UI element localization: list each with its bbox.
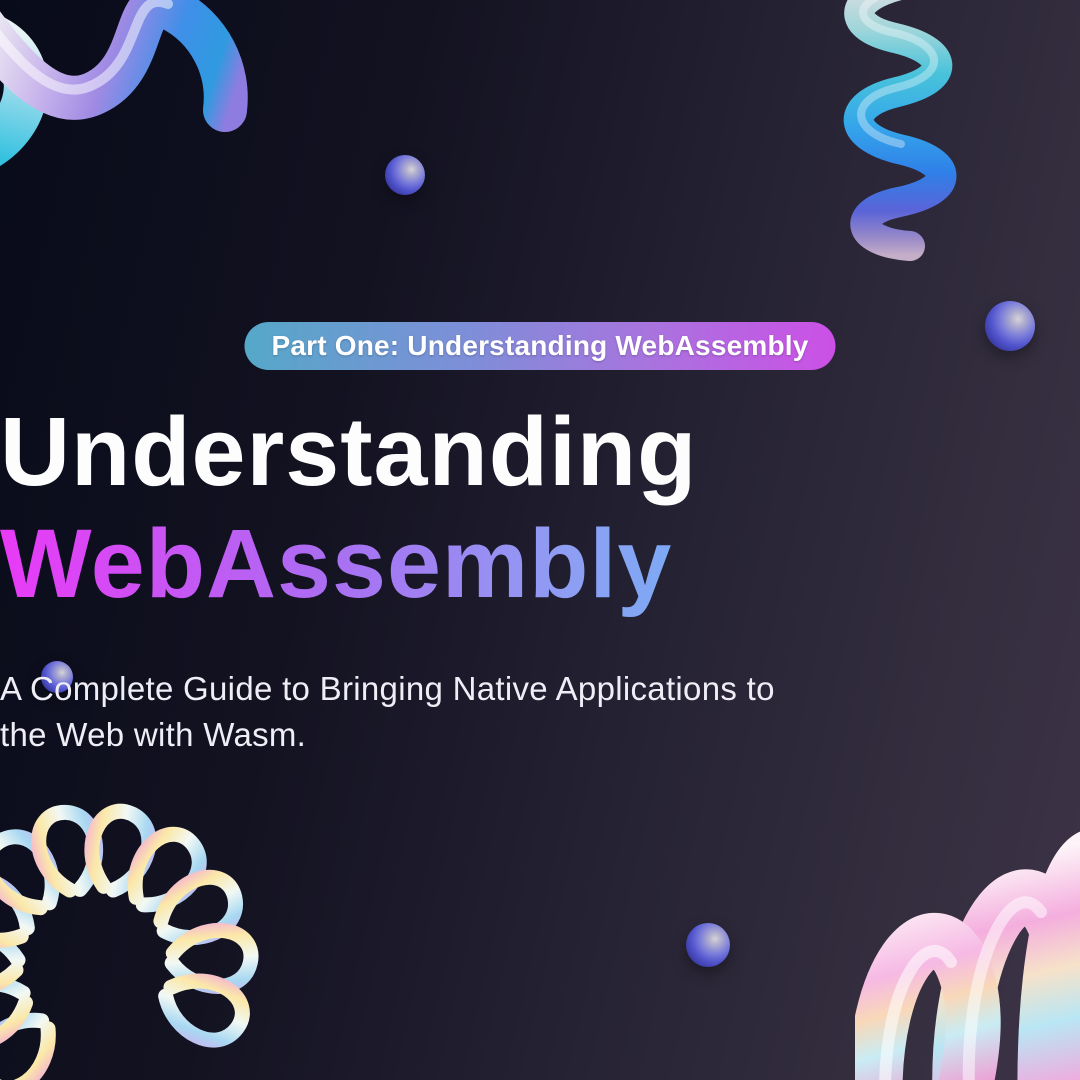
subtitle-line-1: A Complete Guide to Bringing Native Appl… [0, 670, 775, 707]
squiggle-tube-top-left-decoration [0, 0, 248, 166]
part-badge: Part One: Understanding WebAssembly [244, 322, 836, 370]
subtitle-line-2: the Web with Wasm. [0, 716, 307, 754]
title-line-understanding: Understanding [0, 397, 698, 506]
blue-sphere-decoration-4 [686, 923, 730, 967]
title-line-webassembly: WebAssembly [0, 508, 1080, 620]
spiral-coil-top-right-decoration [843, 0, 957, 261]
subtitle: A Complete Guide to Bringing Native Appl… [0, 666, 1080, 758]
blue-sphere-decoration-2 [985, 301, 1035, 351]
blue-sphere-decoration-1 [385, 155, 425, 195]
holographic-coil-bottom-left-decoration [0, 800, 340, 1080]
page-title: Understanding WebAssembly [0, 396, 1080, 619]
blue-sphere-decoration-3 [41, 661, 73, 693]
glossy-spiral-bottom-right-decoration [855, 831, 1080, 1080]
part-badge-label: Part One: Understanding WebAssembly [271, 330, 809, 361]
